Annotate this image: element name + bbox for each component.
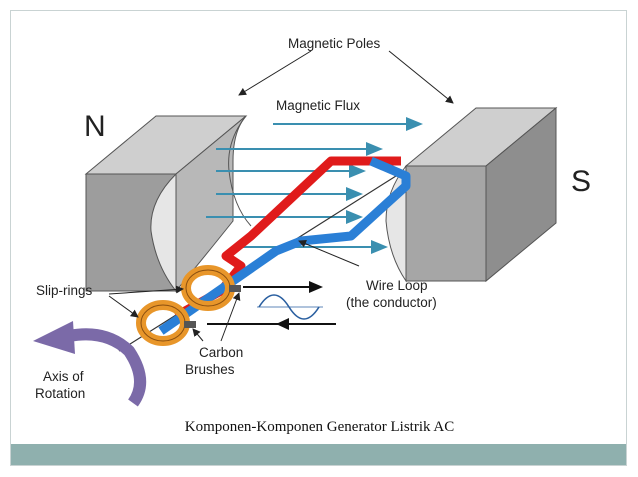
carbon-brush-bottom (184, 321, 196, 328)
leader-lines (108, 50, 454, 342)
wire-loop-blue (158, 156, 411, 335)
label-rotation: Rotation (35, 386, 85, 401)
label-brushes: Brushes (185, 362, 235, 377)
footer-bar (11, 444, 626, 465)
south-pole-magnet (385, 106, 558, 283)
output-arrows (207, 281, 336, 330)
label-south-pole: S (571, 165, 591, 198)
north-pole-magnet (84, 115, 252, 293)
rotation-arrow (67, 328, 146, 407)
slide-caption: Komponen-Komponen Generator Listrik AC (184, 419, 455, 435)
label-magnetic-flux: Magnetic Flux (276, 98, 360, 113)
label-slip-rings: Slip-rings (36, 283, 93, 298)
label-magnetic-poles: Magnetic Poles (288, 36, 381, 51)
carbon-brush-top (229, 285, 241, 292)
label-north-pole: N (84, 110, 106, 143)
label-axis-of: Axis of (43, 369, 84, 384)
label-carbon: Carbon (199, 345, 243, 360)
slide: Magnetic Poles Magnetic Flux N S Slip-ri… (10, 10, 627, 466)
label-wire-loop: Wire Loop (366, 278, 428, 293)
label-the-conductor: (the conductor) (346, 295, 437, 310)
generator-diagram: Magnetic Poles Magnetic Flux N S Slip-ri… (33, 36, 591, 407)
